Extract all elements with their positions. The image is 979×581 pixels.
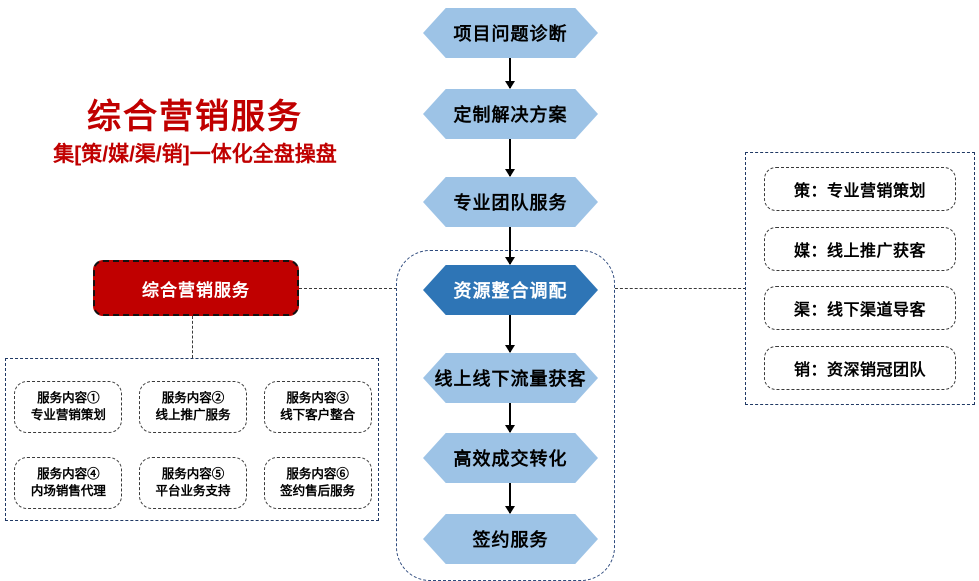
pillar-group: 策：专业营销策划 媒：线上推广获客 渠：线下渠道导客 销：资深销冠团队 (745, 152, 975, 405)
flow-step-label: 线上线下流量获客 (434, 369, 587, 389)
flow-arrow-5 (505, 403, 515, 433)
pillar-item[interactable]: 媒：线上推广获客 (764, 226, 956, 271)
flow-step-3[interactable]: 专业团队服务 (423, 177, 598, 227)
process-flow: 项目问题诊断 定制解决方案 专业团队服务 资源整合调配 线上线下流量获客 高效成… (396, 0, 618, 581)
service-card-desc: 专业营销策划 (30, 408, 106, 422)
pillar-label: 销：资深销冠团队 (793, 362, 926, 380)
core-service-label: 综合营销服务 (142, 280, 250, 300)
pillar-label: 媒：线上推广获客 (793, 242, 926, 260)
service-card-desc: 内场销售代理 (30, 484, 106, 498)
service-content-group: 服务内容① 专业营销策划 服务内容② 线上推广服务 服务内容③ 线下客户整合 服… (5, 358, 379, 521)
service-card-desc: 线上推广服务 (155, 408, 231, 422)
flow-step-label: 项目问题诊断 (453, 24, 568, 44)
flow-step-label: 专业团队服务 (453, 193, 568, 213)
connector-flow-to-pillars (615, 288, 746, 289)
flow-arrow-4 (505, 315, 515, 353)
brand-subtitle: 集[策/媒/渠/销]一体化全盘操盘 (53, 143, 337, 166)
service-card-desc: 签约售后服务 (280, 484, 356, 498)
service-card[interactable]: 服务内容① 专业营销策划 (14, 381, 123, 433)
flow-step-label: 签约服务 (472, 530, 549, 550)
flow-step-1[interactable]: 项目问题诊断 (423, 8, 598, 58)
service-card-title: 服务内容⑥ (286, 467, 349, 481)
service-card-title: 服务内容② (161, 391, 225, 405)
service-card-title: 服务内容④ (37, 467, 100, 481)
flow-step-label: 资源整合调配 (453, 281, 568, 301)
connector-core-to-services (192, 316, 193, 358)
flow-arrow-2 (505, 139, 515, 177)
service-row-bottom: 服务内容④ 内场销售代理 服务内容⑤ 平台业务支持 服务内容⑥ 签约售后服务 (6, 455, 380, 511)
connector-core-to-flow (299, 288, 397, 289)
flow-step-4-highlight[interactable]: 资源整合调配 (423, 265, 598, 315)
service-card-desc: 线下客户整合 (280, 408, 356, 422)
pillar-label: 策：专业营销策划 (793, 182, 926, 200)
flow-arrow-1 (505, 58, 515, 89)
flow-step-5[interactable]: 线上线下流量获客 (423, 353, 598, 403)
pillar-item[interactable]: 渠：线下渠道导客 (764, 286, 956, 331)
service-card[interactable]: 服务内容③ 线下客户整合 (263, 381, 372, 433)
pillar-item[interactable]: 销：资深销冠团队 (764, 346, 956, 391)
service-card[interactable]: 服务内容② 线上推广服务 (138, 381, 247, 433)
service-card[interactable]: 服务内容⑤ 平台业务支持 (138, 457, 247, 509)
pillar-item[interactable]: 策：专业营销策划 (764, 166, 956, 211)
service-card-title: 服务内容① (37, 391, 100, 405)
flow-arrow-3 (505, 227, 515, 265)
flow-step-7[interactable]: 签约服务 (423, 514, 598, 564)
service-card[interactable]: 服务内容④ 内场销售代理 (14, 457, 123, 509)
flow-step-6[interactable]: 高效成交转化 (423, 433, 598, 483)
flow-step-label: 定制解决方案 (453, 105, 568, 125)
service-card[interactable]: 服务内容⑥ 签约售后服务 (263, 457, 372, 509)
flow-arrow-6 (505, 483, 515, 514)
service-row-top: 服务内容① 专业营销策划 服务内容② 线上推广服务 服务内容③ 线下客户整合 (6, 379, 380, 435)
flow-step-label: 高效成交转化 (453, 449, 568, 469)
brand-headline: 综合营销服务 集[策/媒/渠/销]一体化全盘操盘 (20, 96, 370, 170)
service-card-title: 服务内容⑤ (161, 467, 225, 481)
brand-title: 综合营销服务 (87, 98, 303, 136)
service-card-desc: 平台业务支持 (155, 484, 231, 498)
core-service-box[interactable]: 综合营销服务 (93, 260, 299, 316)
flow-step-2[interactable]: 定制解决方案 (423, 89, 598, 139)
service-card-title: 服务内容③ (286, 391, 349, 405)
pillar-label: 渠：线下渠道导客 (793, 302, 926, 320)
